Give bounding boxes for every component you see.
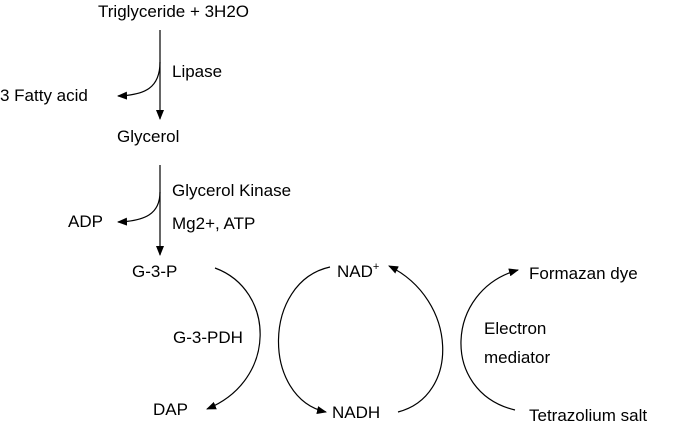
arrow-tetrazolium-to-formazan — [460, 268, 519, 411]
arrow-nad-to-nadh — [277, 266, 331, 414]
arrow-g3p-to-dap — [206, 267, 261, 410]
electron-mediator-label: Electron mediator — [484, 319, 550, 368]
glycerol-kinase-label: Glycerol Kinase — [172, 181, 292, 200]
g3pdh-label: G-3-PDH — [173, 328, 243, 347]
arrow-to-adp — [117, 191, 161, 226]
tetrazolium-label: Tetrazolium salt — [529, 406, 648, 425]
nad-label: NAD+ — [337, 262, 379, 282]
electron-text: Electron — [484, 319, 547, 338]
nad-text: NAD — [337, 262, 373, 281]
adp-label: ADP — [68, 212, 103, 231]
lipase-label: Lipase — [172, 62, 223, 81]
mediator-text: mediator — [484, 348, 551, 367]
arrow-nadh-to-nad — [388, 265, 444, 413]
nadh-label: NADH — [332, 403, 381, 422]
triglyceride-label: Triglyceride + 3H2O — [98, 2, 250, 21]
fatty-acid-label: 3 Fatty acid — [0, 86, 88, 105]
dap-label: DAP — [153, 400, 188, 419]
g3p-label: G-3-P — [132, 262, 178, 281]
arrow-to-fatty-acid — [117, 61, 161, 100]
formazan-label: Formazan dye — [529, 264, 638, 283]
glycerol-label: Glycerol — [117, 127, 180, 146]
cofactors-label: Mg2+, ATP — [172, 214, 256, 233]
nad-charge: + — [372, 261, 380, 273]
